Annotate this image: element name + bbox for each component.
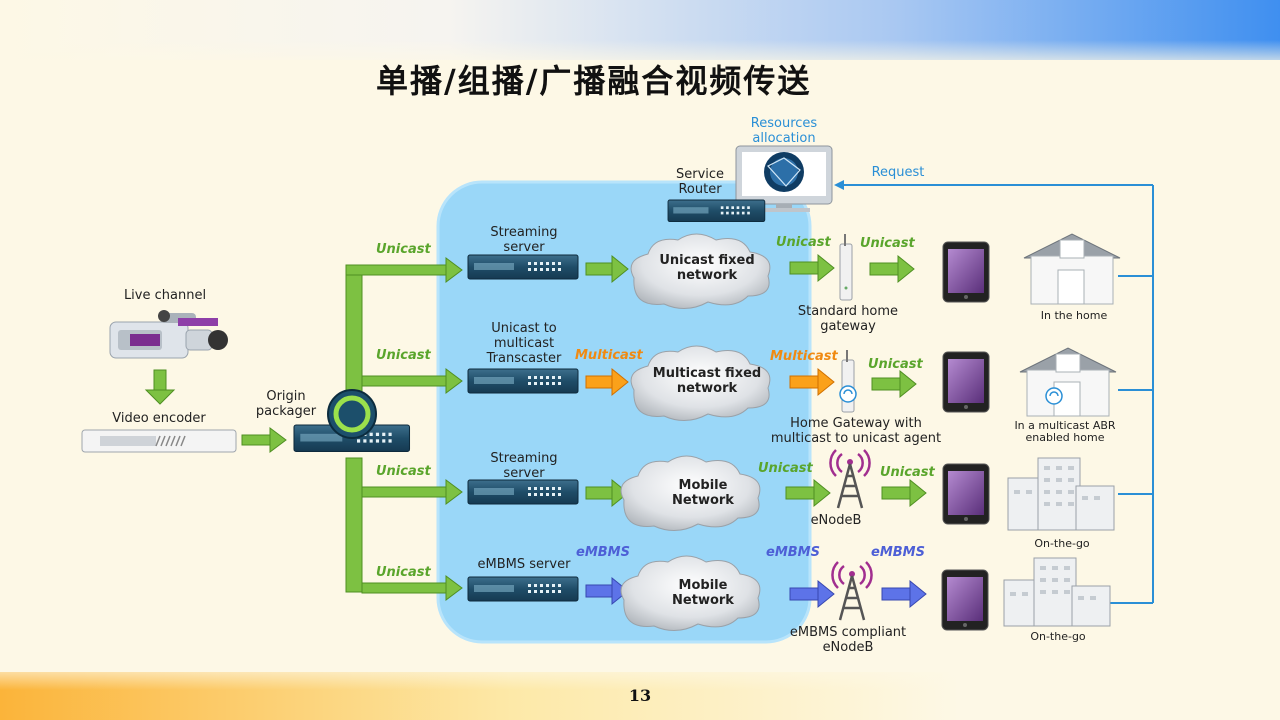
access-out-label-row-2: Unicast — [868, 357, 923, 372]
request-connector — [834, 180, 1154, 604]
resources-allocation-line-2: allocation — [752, 131, 816, 146]
network-row-2-line-1: Multicast fixed — [652, 366, 762, 381]
request-label: Request — [871, 165, 925, 180]
network-label-row-3: Mobile Network — [636, 478, 770, 508]
bottom-gradient-fade — [0, 660, 1280, 690]
location-row-2-line-2: enabled home — [1025, 431, 1105, 444]
video-camera-icon — [109, 310, 228, 359]
video-encoder-label: Video encoder — [112, 411, 206, 426]
server-label-row-2: Unicast to multicast Transcaster — [464, 321, 584, 366]
server-label-row-4: eMBMS server — [477, 557, 571, 572]
access-to-device-arrows — [869, 254, 927, 609]
server-label-row-1: Streaming server — [464, 225, 584, 255]
top-gradient-fade — [0, 40, 1280, 70]
network-row-3-line-1: Mobile — [678, 478, 728, 493]
network-out-label-row-1: Unicast — [776, 235, 831, 250]
multicast-home-icon — [1019, 347, 1117, 417]
network-row-4-line-1: Mobile — [678, 578, 728, 593]
origin-packager-device — [293, 389, 411, 452]
unicast-trunk — [345, 257, 463, 601]
city-buildings-icon-1 — [1007, 457, 1115, 531]
location-label-row-4: On-the-go — [1030, 630, 1086, 643]
network-out-label-row-4: eMBMS — [766, 545, 820, 560]
transcaster-device — [467, 368, 579, 394]
phone-icon-2 — [942, 351, 990, 413]
access-label-row-3: eNodeB — [810, 513, 862, 528]
access-row-4-line-1: eMBMS compliant — [789, 625, 907, 640]
enodeb-tower-icon — [829, 448, 871, 510]
trunk-label-row-1: Unicast — [376, 242, 431, 257]
city-buildings-icon-2 — [1003, 557, 1111, 627]
server-row-2-line-1: Unicast to — [491, 321, 557, 336]
server-to-network-arrows — [585, 254, 629, 606]
network-to-access-arrows — [785, 253, 835, 609]
resources-allocation-monitor — [735, 145, 833, 212]
network-row-4-line-2: Network — [672, 593, 734, 608]
down-arrow — [144, 369, 176, 405]
server-row-1-line-1: Streaming — [490, 225, 558, 240]
network-label-row-2: Multicast fixed network — [640, 366, 774, 396]
access-row-4-line-2: eNodeB — [822, 640, 874, 655]
network-out-label-row-2: Multicast — [770, 349, 838, 364]
trunk-label-row-4: Unicast — [376, 565, 431, 580]
streaming-server-1-device — [467, 254, 579, 280]
server-row-1-line-2: server — [503, 240, 545, 255]
embms-server-device — [467, 576, 579, 602]
phone-icon-4 — [941, 569, 989, 631]
access-row-2-line-1: Home Gateway with — [790, 416, 922, 431]
server-out-label-row-4: eMBMS — [576, 545, 630, 560]
origin-packager-line-2: packager — [255, 404, 317, 419]
network-row-2-line-2: network — [676, 381, 738, 396]
network-label-row-4: Mobile Network — [636, 578, 770, 608]
access-label-row-2: Home Gateway with multicast to unicast a… — [756, 416, 956, 446]
page-number: 13 — [628, 686, 652, 705]
live-channel-label: Live channel — [123, 288, 207, 303]
network-label-row-1: Unicast fixed network — [640, 253, 774, 283]
network-row-1-line-1: Unicast fixed — [659, 253, 755, 268]
trunk-label-row-2: Unicast — [376, 348, 431, 363]
encoder-to-packager-arrow — [241, 427, 287, 453]
trunk-label-row-3: Unicast — [376, 464, 431, 479]
access-row-1-line-1: Standard home — [797, 304, 899, 319]
resources-allocation-label: Resources allocation — [732, 116, 836, 146]
access-row-2-line-2: multicast to unicast agent — [770, 431, 942, 446]
server-label-row-3: Streaming server — [464, 451, 584, 481]
home-icon — [1023, 233, 1121, 305]
access-out-label-row-1: Unicast — [860, 236, 915, 251]
slide-title: 单播/组播/广播融合视频传送 — [376, 62, 812, 100]
service-router-line-1: Service — [675, 167, 725, 182]
home-gateway-agent-icon — [839, 350, 857, 413]
origin-packager-label: Origin packager — [246, 389, 326, 419]
location-label-row-1: In the home — [1040, 309, 1108, 322]
server-row-3-line-1: Streaming — [490, 451, 558, 466]
service-router-label: Service Router — [664, 167, 736, 197]
server-row-3-line-2: server — [503, 466, 545, 481]
network-row-1-line-2: network — [676, 268, 738, 283]
location-label-row-3: On-the-go — [1034, 537, 1090, 550]
phone-icon-3 — [942, 463, 990, 525]
location-label-row-2: In a multicast ABR enabled home — [1008, 420, 1122, 444]
standard-home-gateway-icon — [839, 234, 853, 301]
phone-icon-1 — [942, 241, 990, 303]
server-row-2-line-2: multicast — [493, 336, 555, 351]
access-row-1-line-2: gateway — [820, 319, 876, 334]
origin-packager-line-1: Origin — [266, 389, 306, 404]
access-out-label-row-4: eMBMS — [871, 545, 925, 560]
service-router-line-2: Router — [678, 182, 722, 197]
streaming-server-2-device — [467, 479, 579, 505]
access-label-row-4: eMBMS compliant eNodeB — [776, 625, 920, 655]
service-router-device — [667, 199, 766, 223]
resources-allocation-line-1: Resources — [750, 116, 818, 131]
embms-enodeb-tower-icon — [831, 560, 873, 622]
access-out-label-row-3: Unicast — [880, 465, 935, 480]
network-out-label-row-3: Unicast — [758, 461, 813, 476]
network-row-3-line-2: Network — [672, 493, 734, 508]
server-row-2-line-3: Transcaster — [486, 351, 562, 366]
cloud-shapes — [620, 233, 771, 631]
server-out-label-row-2: Multicast — [575, 348, 643, 363]
video-encoder-device — [81, 429, 237, 453]
access-label-row-1: Standard home gateway — [778, 304, 918, 334]
location-row-2-line-1: In a multicast ABR — [1014, 419, 1116, 432]
